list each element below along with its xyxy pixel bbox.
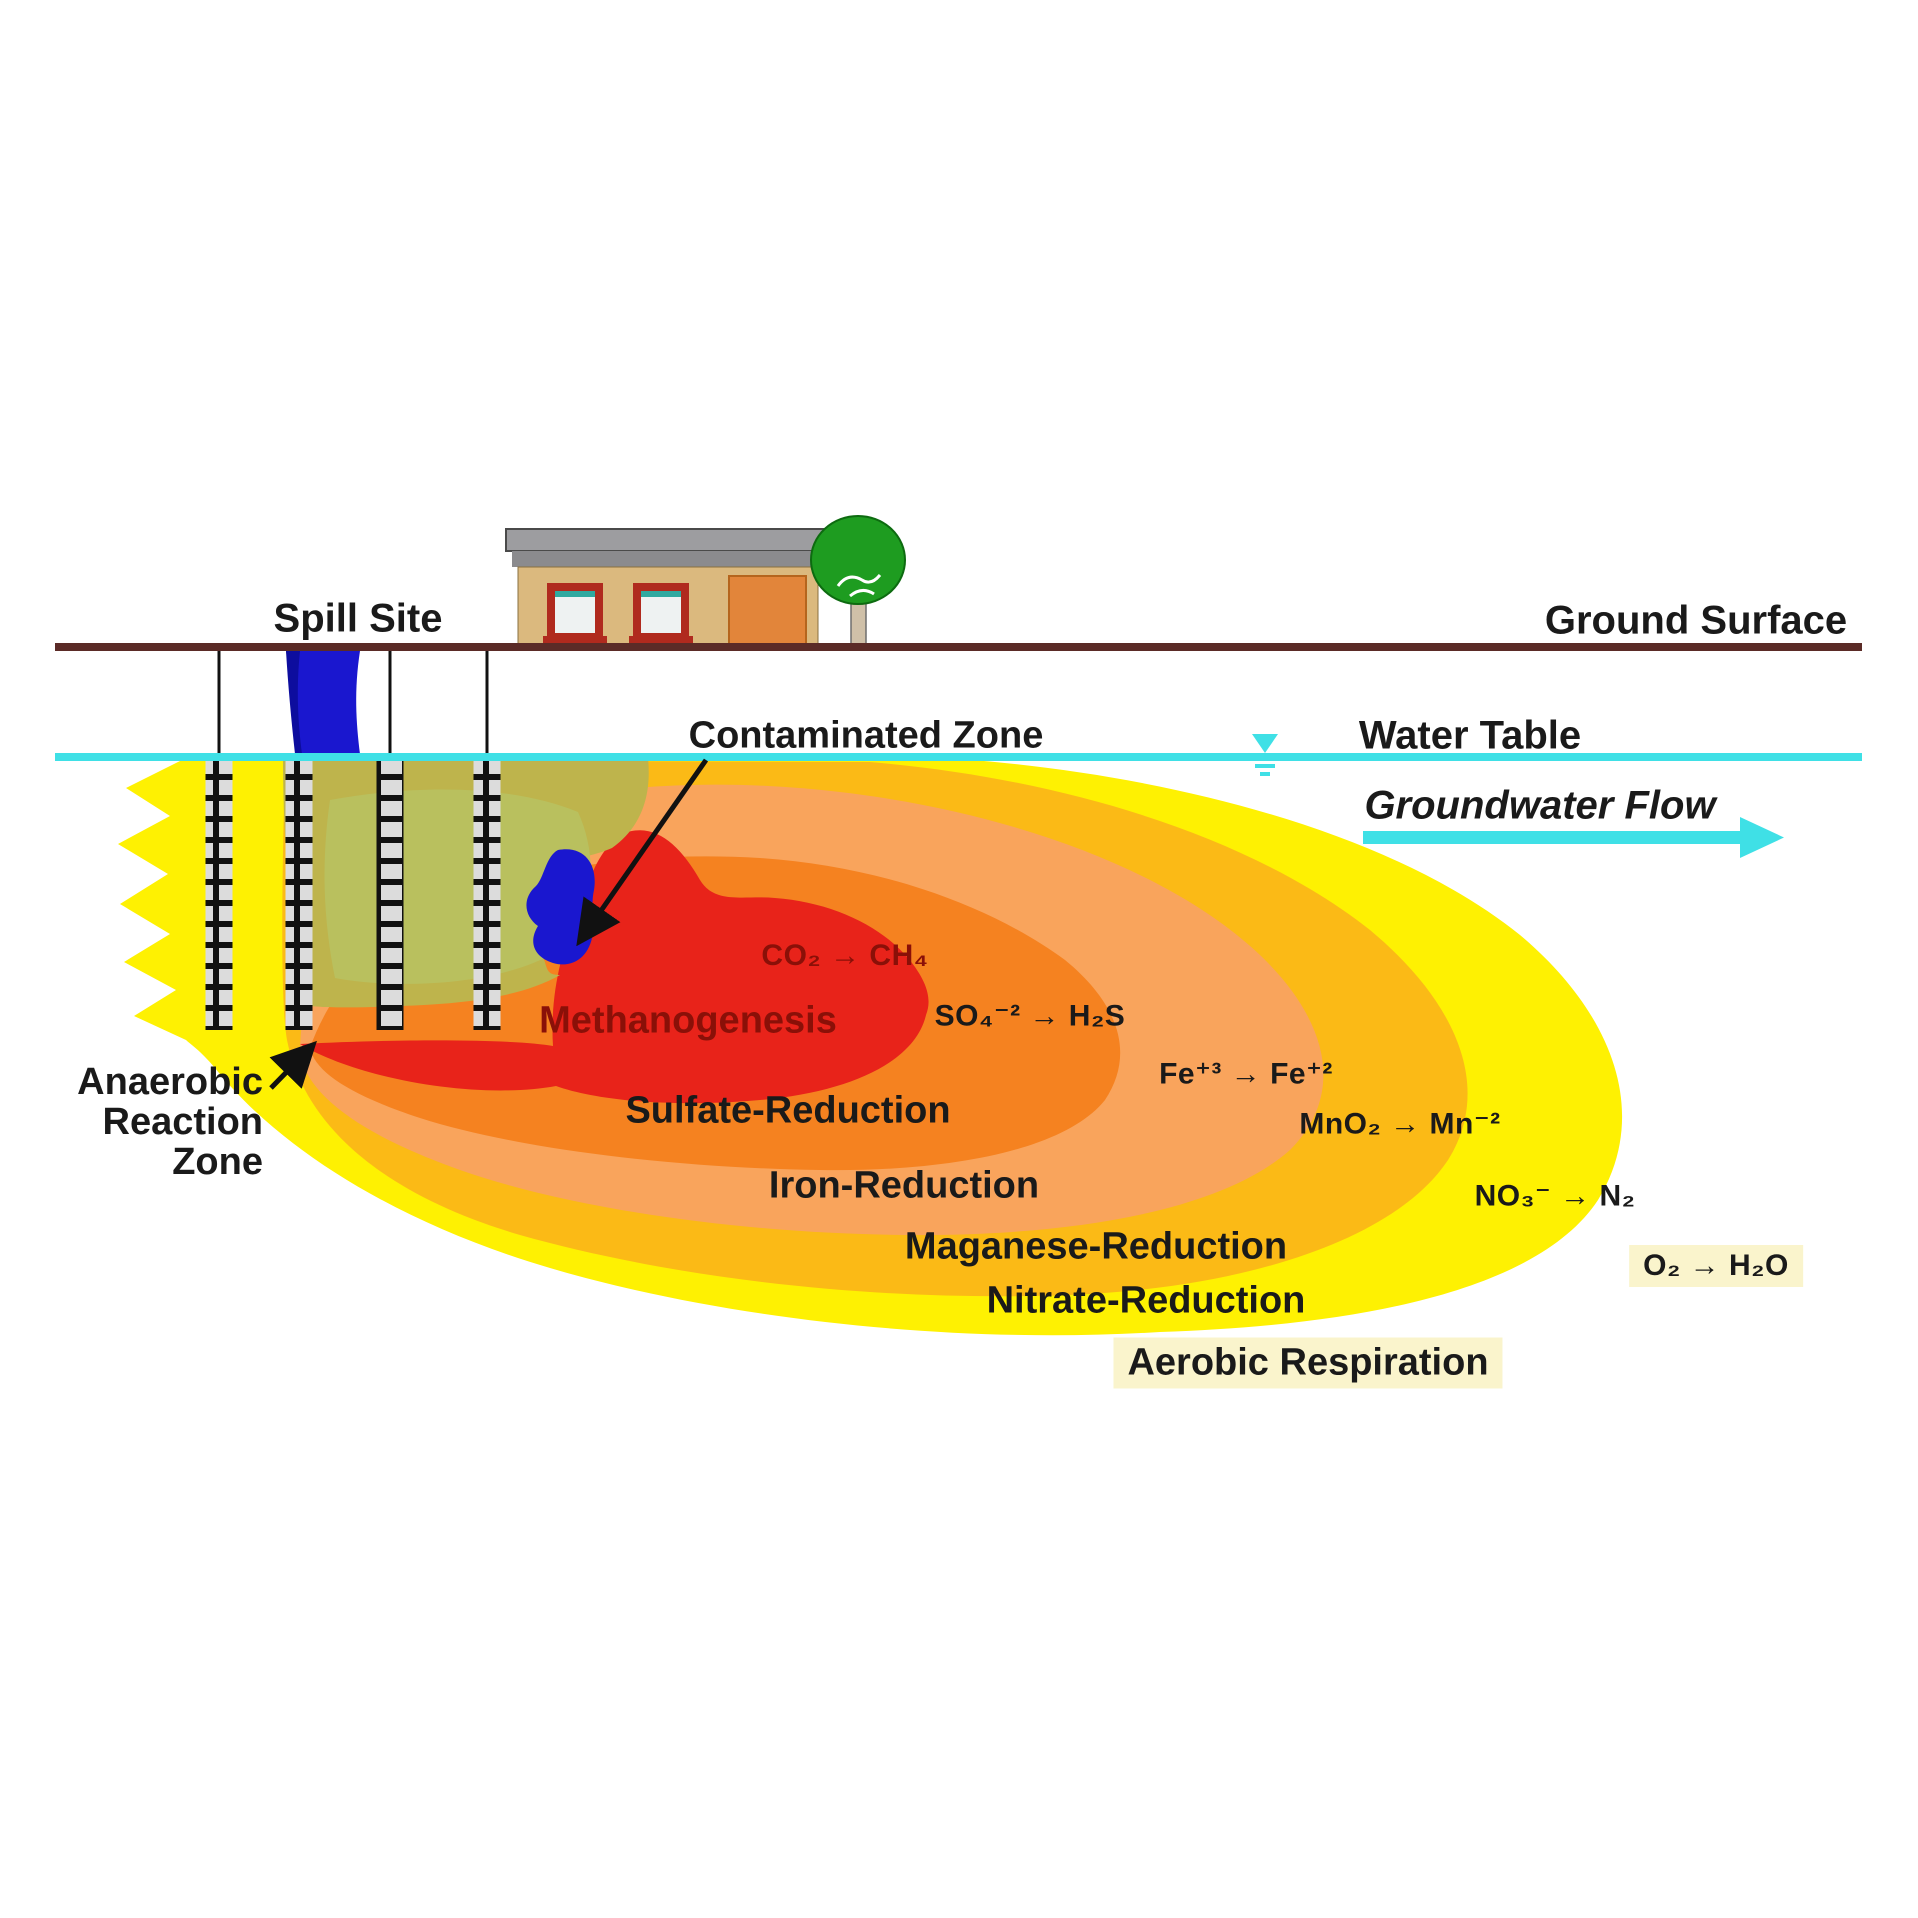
tree-canopy: [810, 515, 906, 605]
contaminated-zone-arrow: [576, 758, 709, 947]
reaction-co2-ch4: CO₂ → CH₄: [761, 939, 929, 972]
reaction-o2-h2o: O₂ → H₂O: [1629, 1245, 1803, 1287]
ground-surface-label: Ground Surface: [1544, 598, 1848, 643]
zone-label-sulfate-reduction: Sulfate-Reduction: [625, 1089, 951, 1132]
anaerobic-reaction-zone-label: Anaerobic Reaction Zone: [77, 1061, 263, 1183]
reaction-mno2-mn: MnO₂ → Mn⁻²: [1299, 1107, 1501, 1141]
groundwater-flow-label: Groundwater Flow: [1364, 783, 1716, 828]
building-roof-band: [512, 551, 824, 567]
spill-site-label: Spill Site: [273, 596, 443, 641]
zone-label-nitrate-reduction: Nitrate-Reduction: [986, 1279, 1306, 1322]
zone-label-methanogenesis: Methanogenesis: [539, 999, 837, 1042]
building-window: [629, 583, 693, 646]
zone-methanogenesis: [300, 830, 929, 1104]
groundwater-flow-arrow-icon: [1363, 817, 1784, 858]
building-door: [728, 575, 807, 649]
contaminated-zone-label: Contaminated Zone: [688, 714, 1044, 757]
building-window: [543, 583, 607, 646]
well-column: [376, 757, 404, 1030]
reaction-so4-h2s: SO₄⁻² → H₂S: [934, 999, 1126, 1033]
spill-plume: [286, 651, 360, 754]
zone-label-aerobic-respiration: Aerobic Respiration: [1113, 1337, 1503, 1389]
zone-label-iron-reduction: Iron-Reduction: [768, 1164, 1040, 1207]
well-column: [473, 757, 501, 1030]
reaction-fe3-fe2: Fe⁺³ → Fe⁺²: [1159, 1057, 1333, 1091]
tree: [810, 515, 906, 649]
zone-label-maganese-reduction: Maganese-Reduction: [904, 1225, 1288, 1268]
well-column: [285, 757, 313, 1030]
tree-branches: [836, 574, 882, 598]
water-table-line: [55, 753, 1862, 761]
anaerobic-zone-arrow: [269, 1040, 317, 1090]
well-columns: [205, 757, 501, 1030]
building: [505, 528, 831, 649]
spill-plume-dark-edge: [286, 651, 302, 754]
water-table-label: Water Table: [1358, 713, 1582, 758]
well-column: [205, 757, 233, 1030]
building-roof: [505, 528, 831, 552]
water-table-marker-icon: [1252, 734, 1278, 776]
reaction-no3-n2: NO₃⁻ → N₂: [1474, 1179, 1636, 1213]
ground-surface-line: [55, 643, 1862, 651]
